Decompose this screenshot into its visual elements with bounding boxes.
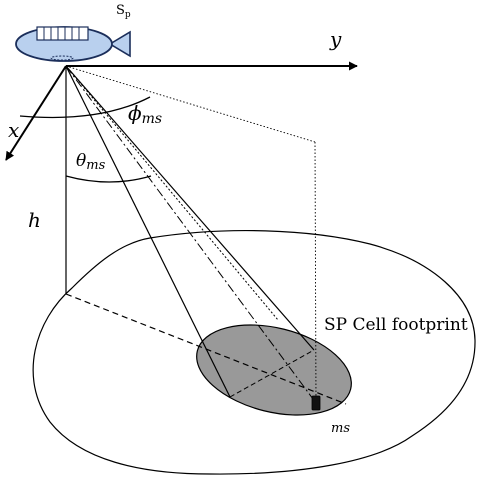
mobile-station-icon	[311, 395, 321, 411]
theta-symbol: θ	[76, 151, 86, 171]
theta-subscript: ms	[86, 158, 105, 173]
platform-label-main: S	[116, 3, 125, 18]
footprint-label: SP Cell footprint	[324, 315, 468, 335]
beam-edge-left	[65, 65, 231, 398]
theta-angle-arc	[65, 175, 152, 183]
platform-label: Sp	[116, 3, 131, 20]
airship-tail	[108, 30, 131, 58]
phi-angle-label: ϕms	[128, 101, 162, 127]
y-axis-label: y	[329, 27, 342, 51]
height-label: h	[28, 208, 41, 232]
x-axis-label: x	[8, 118, 19, 142]
projection-dotted-line	[65, 65, 316, 143]
airship-hatch	[50, 55, 74, 61]
beam-axis-dashdot	[65, 65, 317, 404]
airship-gondola-windows	[43, 27, 80, 40]
beam-edge-dotted	[65, 65, 279, 321]
platform-label-sub: p	[125, 10, 131, 20]
phi-subscript: ms	[142, 111, 162, 127]
mobile-station-label: ms	[331, 421, 350, 436]
theta-angle-label: θms	[76, 151, 106, 173]
phi-symbol: ϕ	[128, 101, 142, 125]
airship-icon	[15, 26, 131, 62]
projection-vertical-dotted-line	[314, 141, 317, 404]
phi-angle-arc	[19, 96, 151, 119]
beam-edge-right	[65, 65, 315, 351]
spot-cross-dashed-line	[229, 349, 315, 398]
x-axis-arrow	[5, 65, 67, 161]
beam-spot-ellipse	[196, 324, 352, 416]
sp-cell-footprint-boundary	[32, 230, 476, 475]
airship-gondola	[36, 26, 89, 41]
